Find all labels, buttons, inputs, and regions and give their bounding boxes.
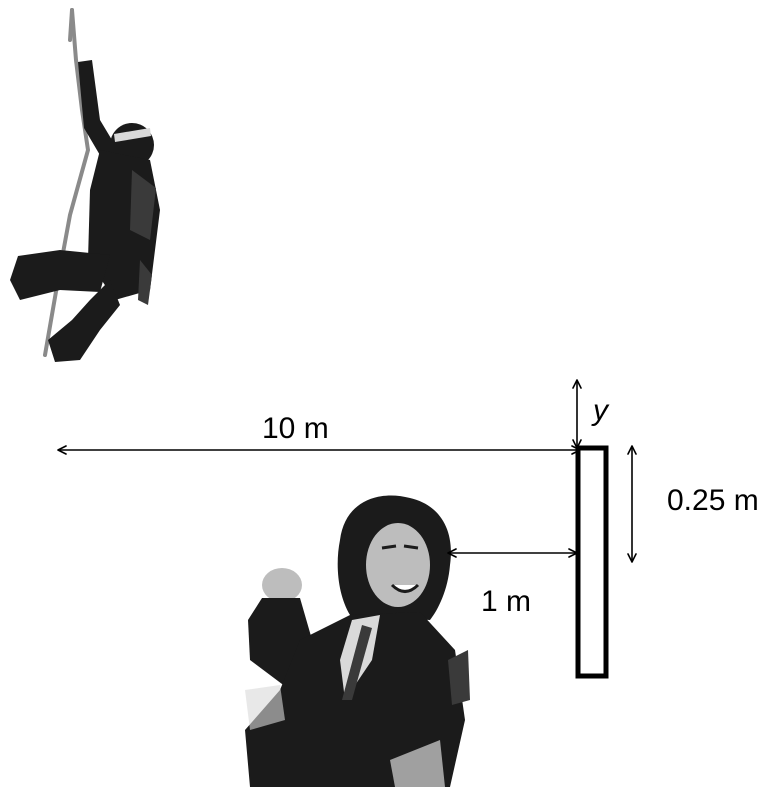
target-distance-label: 1 m xyxy=(481,585,531,618)
vertical-offset-label: y xyxy=(591,394,610,427)
horizontal-distance-label: 10 m xyxy=(262,412,329,445)
man-in-suit-image xyxy=(245,495,470,787)
ninja-climber-image xyxy=(10,8,160,362)
target-bar xyxy=(575,445,609,679)
target-height-label: 0.25 m xyxy=(667,484,759,517)
